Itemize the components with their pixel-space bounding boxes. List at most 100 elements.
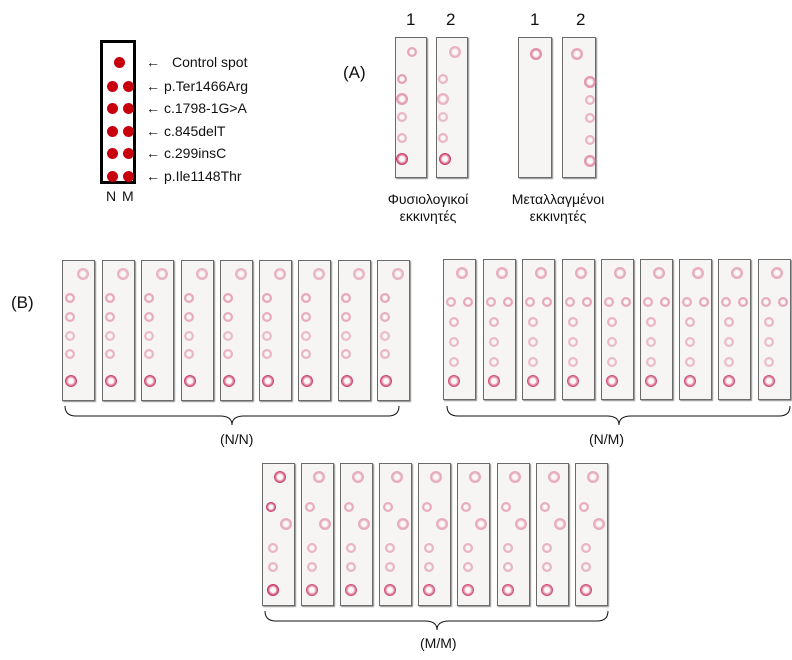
spot [65, 330, 76, 341]
spot [144, 349, 155, 360]
left-arrow-icon: ← [146, 145, 160, 161]
spot [223, 374, 236, 387]
strip-number-label: 2 [446, 10, 456, 29]
test-strip [379, 463, 412, 606]
test-strip [518, 37, 552, 178]
mutation-dot [106, 102, 118, 114]
test-strip [536, 463, 569, 606]
spot [527, 336, 538, 347]
caption-line: Φυσιολογικοί [387, 191, 469, 207]
spot [223, 349, 234, 360]
test-strip [562, 37, 597, 178]
mutation-dot [122, 125, 134, 137]
spot [105, 312, 116, 323]
test-strip [62, 260, 95, 401]
spot [312, 470, 325, 483]
spot [345, 543, 356, 554]
test-strip [377, 260, 410, 401]
spot [438, 133, 449, 144]
spot [721, 297, 732, 308]
left-arrow-icon: ← [146, 100, 160, 116]
spot [468, 470, 481, 483]
spot [383, 583, 396, 596]
spot [567, 356, 578, 367]
spot [144, 312, 155, 323]
group-label-nn: (N/N) [220, 431, 254, 447]
spot [761, 297, 772, 308]
test-strip [522, 259, 555, 400]
brace-nn [64, 405, 400, 426]
legend-row: ←p.Ile1148Thr [146, 168, 242, 184]
spot [267, 543, 278, 554]
test-strip [262, 463, 295, 606]
spot [341, 292, 352, 303]
spot [580, 561, 591, 572]
spot [155, 267, 168, 280]
spot [692, 266, 705, 279]
test-strip [640, 259, 673, 400]
spot [305, 501, 316, 512]
spot [502, 297, 513, 308]
spot [581, 297, 592, 308]
spot [65, 312, 76, 323]
mutation-dot [106, 125, 118, 137]
spot [570, 47, 583, 60]
spot [65, 292, 76, 303]
spot [234, 267, 247, 280]
spot [380, 330, 391, 341]
spot [530, 47, 542, 60]
spot [267, 561, 278, 572]
spot [575, 266, 588, 279]
spot [422, 583, 435, 596]
mutation-dot [122, 147, 134, 159]
spot [763, 317, 774, 328]
test-strip [443, 259, 476, 400]
spot [645, 317, 656, 328]
test-strip [483, 259, 516, 400]
spot [384, 561, 395, 572]
spot [184, 330, 195, 341]
left-arrow-icon: ← [146, 168, 160, 184]
spot [144, 374, 157, 387]
spot [436, 518, 449, 531]
mutation-dot [106, 147, 118, 159]
spot [223, 312, 234, 323]
spot [223, 292, 234, 303]
spot [456, 266, 469, 279]
spot [722, 375, 735, 388]
spot [620, 297, 631, 308]
spot [105, 374, 118, 387]
mutation-dot [122, 170, 134, 182]
spot [397, 111, 408, 122]
spot [737, 297, 748, 308]
column-label-n: N [106, 188, 117, 204]
spot [535, 266, 548, 279]
spot [358, 518, 371, 531]
spot [461, 501, 472, 512]
test-strip [102, 260, 135, 401]
spot [547, 470, 560, 483]
strip-number-label: 1 [530, 10, 540, 29]
caption-line: εκκινητές [529, 208, 587, 224]
spot [683, 375, 696, 388]
spot [301, 312, 312, 323]
caption-line: Μεταλλαγμένοι [511, 191, 605, 207]
test-strip [679, 259, 712, 400]
spot [684, 356, 695, 367]
test-strip [340, 463, 373, 606]
spot [184, 292, 195, 303]
spot [684, 317, 695, 328]
spot [391, 267, 404, 280]
spot [262, 312, 273, 323]
spot [723, 336, 734, 347]
spot [541, 561, 552, 572]
spot [423, 543, 434, 554]
spot [184, 374, 197, 387]
brace-nm [446, 405, 791, 426]
strip-number-label: 2 [576, 10, 586, 29]
legend-label: c.1798-1G>A [164, 100, 247, 116]
test-strip [395, 37, 427, 178]
spot [565, 297, 576, 308]
spot [606, 356, 617, 367]
left-arrow-icon: ← [146, 123, 160, 139]
